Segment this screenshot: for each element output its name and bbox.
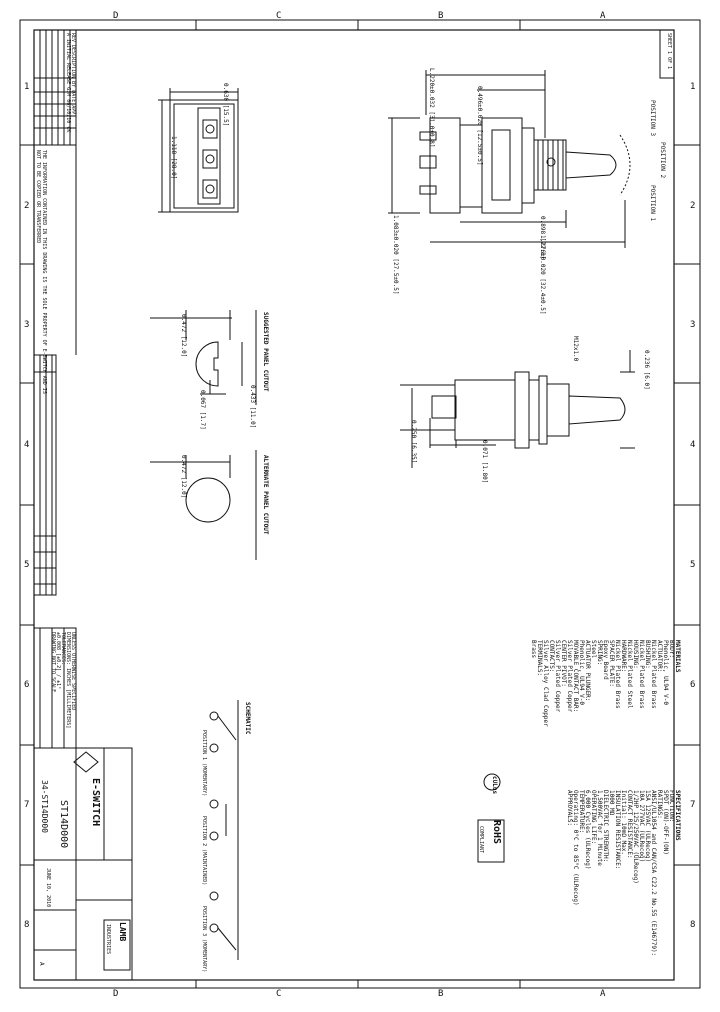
dim-1118: 1.118 [28.0] — [170, 136, 177, 180]
specifications-lines: FUNCTION: SPDT (ON)-OFF-(ON)RATINGS: ANS… — [566, 790, 675, 956]
zone-number-right-4: 4 — [690, 440, 696, 450]
specifications-block: SPECIFICATIONS FUNCTION: SPDT (ON)-OFF-(… — [566, 790, 681, 956]
dim-1276: 1.276±0.020 [32.4±0.5] — [539, 235, 546, 315]
zone-number-left-2: 2 — [24, 201, 30, 211]
dim-0236: 0.236 [6.0] — [643, 350, 650, 390]
zone-letter-top-d: D — [113, 11, 119, 21]
rohs-compliant: COMPLIANT — [478, 826, 484, 854]
revision-row: A INITIAL RELEASE GJM 06/10/10 CK — [65, 33, 71, 133]
position-2-label: POSITION 2 — [659, 142, 666, 179]
materials-line: Brass — [530, 640, 537, 659]
dim-0250: 0.250 [6.35] — [410, 420, 417, 464]
schematic-pos3: POSITION 3 (MOMENTARY) — [201, 906, 207, 973]
schematic-title: SCHEMATIC — [244, 702, 251, 735]
alternate-cutout-title: ALTERNATE PANEL CUTOUT — [262, 455, 269, 535]
position-3-label: POSITION 3 — [649, 100, 656, 137]
drawing-rev: A — [38, 962, 45, 966]
dim-overall-length: L.220±0.032 [31.0±0.8] — [428, 68, 435, 148]
dim-bushing-length: 0.496±0.020 [12.5±0.5] — [476, 86, 483, 166]
zone-letter-bottom-a: A — [600, 989, 606, 999]
company-name: E-SWITCH — [90, 778, 101, 827]
part-number: ST14D000 — [58, 800, 69, 849]
note-line-1: THE INFORMATION CONTAINED IN THIS DRAWIN… — [41, 150, 47, 394]
ul-mark: cULus — [491, 776, 498, 795]
zone-number-left-5: 5 — [24, 560, 30, 570]
position-1-label: POSITION 1 — [649, 185, 656, 222]
zone-number-right-3: 3 — [690, 320, 696, 330]
zone-number-right-6: 6 — [690, 680, 696, 690]
zone-number-left-6: 6 — [24, 680, 30, 690]
tolerance-line: DRAWING NOT TO SCALE — [50, 632, 56, 693]
zone-letter-top-c: C — [276, 11, 282, 21]
dim-cutout-dia-1: 0.472 [12.0] — [180, 314, 187, 358]
schematic-pos2: POSITION 2 (MAINTAINED) — [201, 816, 207, 886]
dim-cutout-dia-2: 0.472 [12.0] — [180, 455, 187, 499]
dim-0071: 0.071 [1.80] — [481, 440, 488, 484]
zone-number-left-8: 8 — [24, 920, 30, 930]
lamb-logo: LAMB — [118, 922, 127, 942]
zone-letter-top-a: A — [600, 11, 606, 21]
rohs-mark: RoHS — [491, 820, 502, 845]
dim-1083: 1.083±0.020 [27.5±0.5] — [392, 215, 399, 295]
zone-number-right-5: 5 — [690, 560, 696, 570]
zone-number-right-8: 8 — [690, 920, 696, 930]
schematic-pos1: POSITION 1 (MOMENTARY) — [201, 730, 207, 797]
zone-number-right-1: 1 — [690, 82, 696, 92]
dim-0630: 0.630 [15.5] — [222, 83, 229, 127]
zone-number-left-1: 1 — [24, 82, 30, 92]
sheet-label: SHEET 1 OF 1 — [666, 33, 672, 70]
drawing-date: JUNE 10, 2010 — [45, 868, 51, 908]
dim-thread: M12x1.0 — [572, 336, 579, 362]
drawing-number: 34-ST14D000 — [40, 780, 49, 833]
zone-number-left-3: 3 — [24, 320, 30, 330]
zone-letter-bottom-d: D — [113, 989, 119, 999]
dim-cutout-flat: 0.433 [11.0] — [249, 385, 256, 429]
zone-number-right-2: 2 — [690, 201, 696, 211]
suggested-cutout-title: SUGGESTED PANEL CUTOUT — [262, 312, 269, 392]
note-line-2: NOT TO BE COPIED OR TRANSFERRED — [35, 150, 41, 244]
zone-letter-top-b: B — [438, 11, 444, 21]
zone-number-right-7: 7 — [690, 800, 696, 810]
dim-cutout-key: 0.067 [1.7] — [199, 390, 206, 430]
zone-letter-bottom-c: C — [276, 989, 282, 999]
zone-letter-bottom-b: B — [438, 989, 444, 999]
lamb-sub: INDUSTRIES — [105, 924, 111, 955]
zone-number-left-7: 7 — [24, 800, 30, 810]
zone-number-left-4: 4 — [24, 440, 30, 450]
